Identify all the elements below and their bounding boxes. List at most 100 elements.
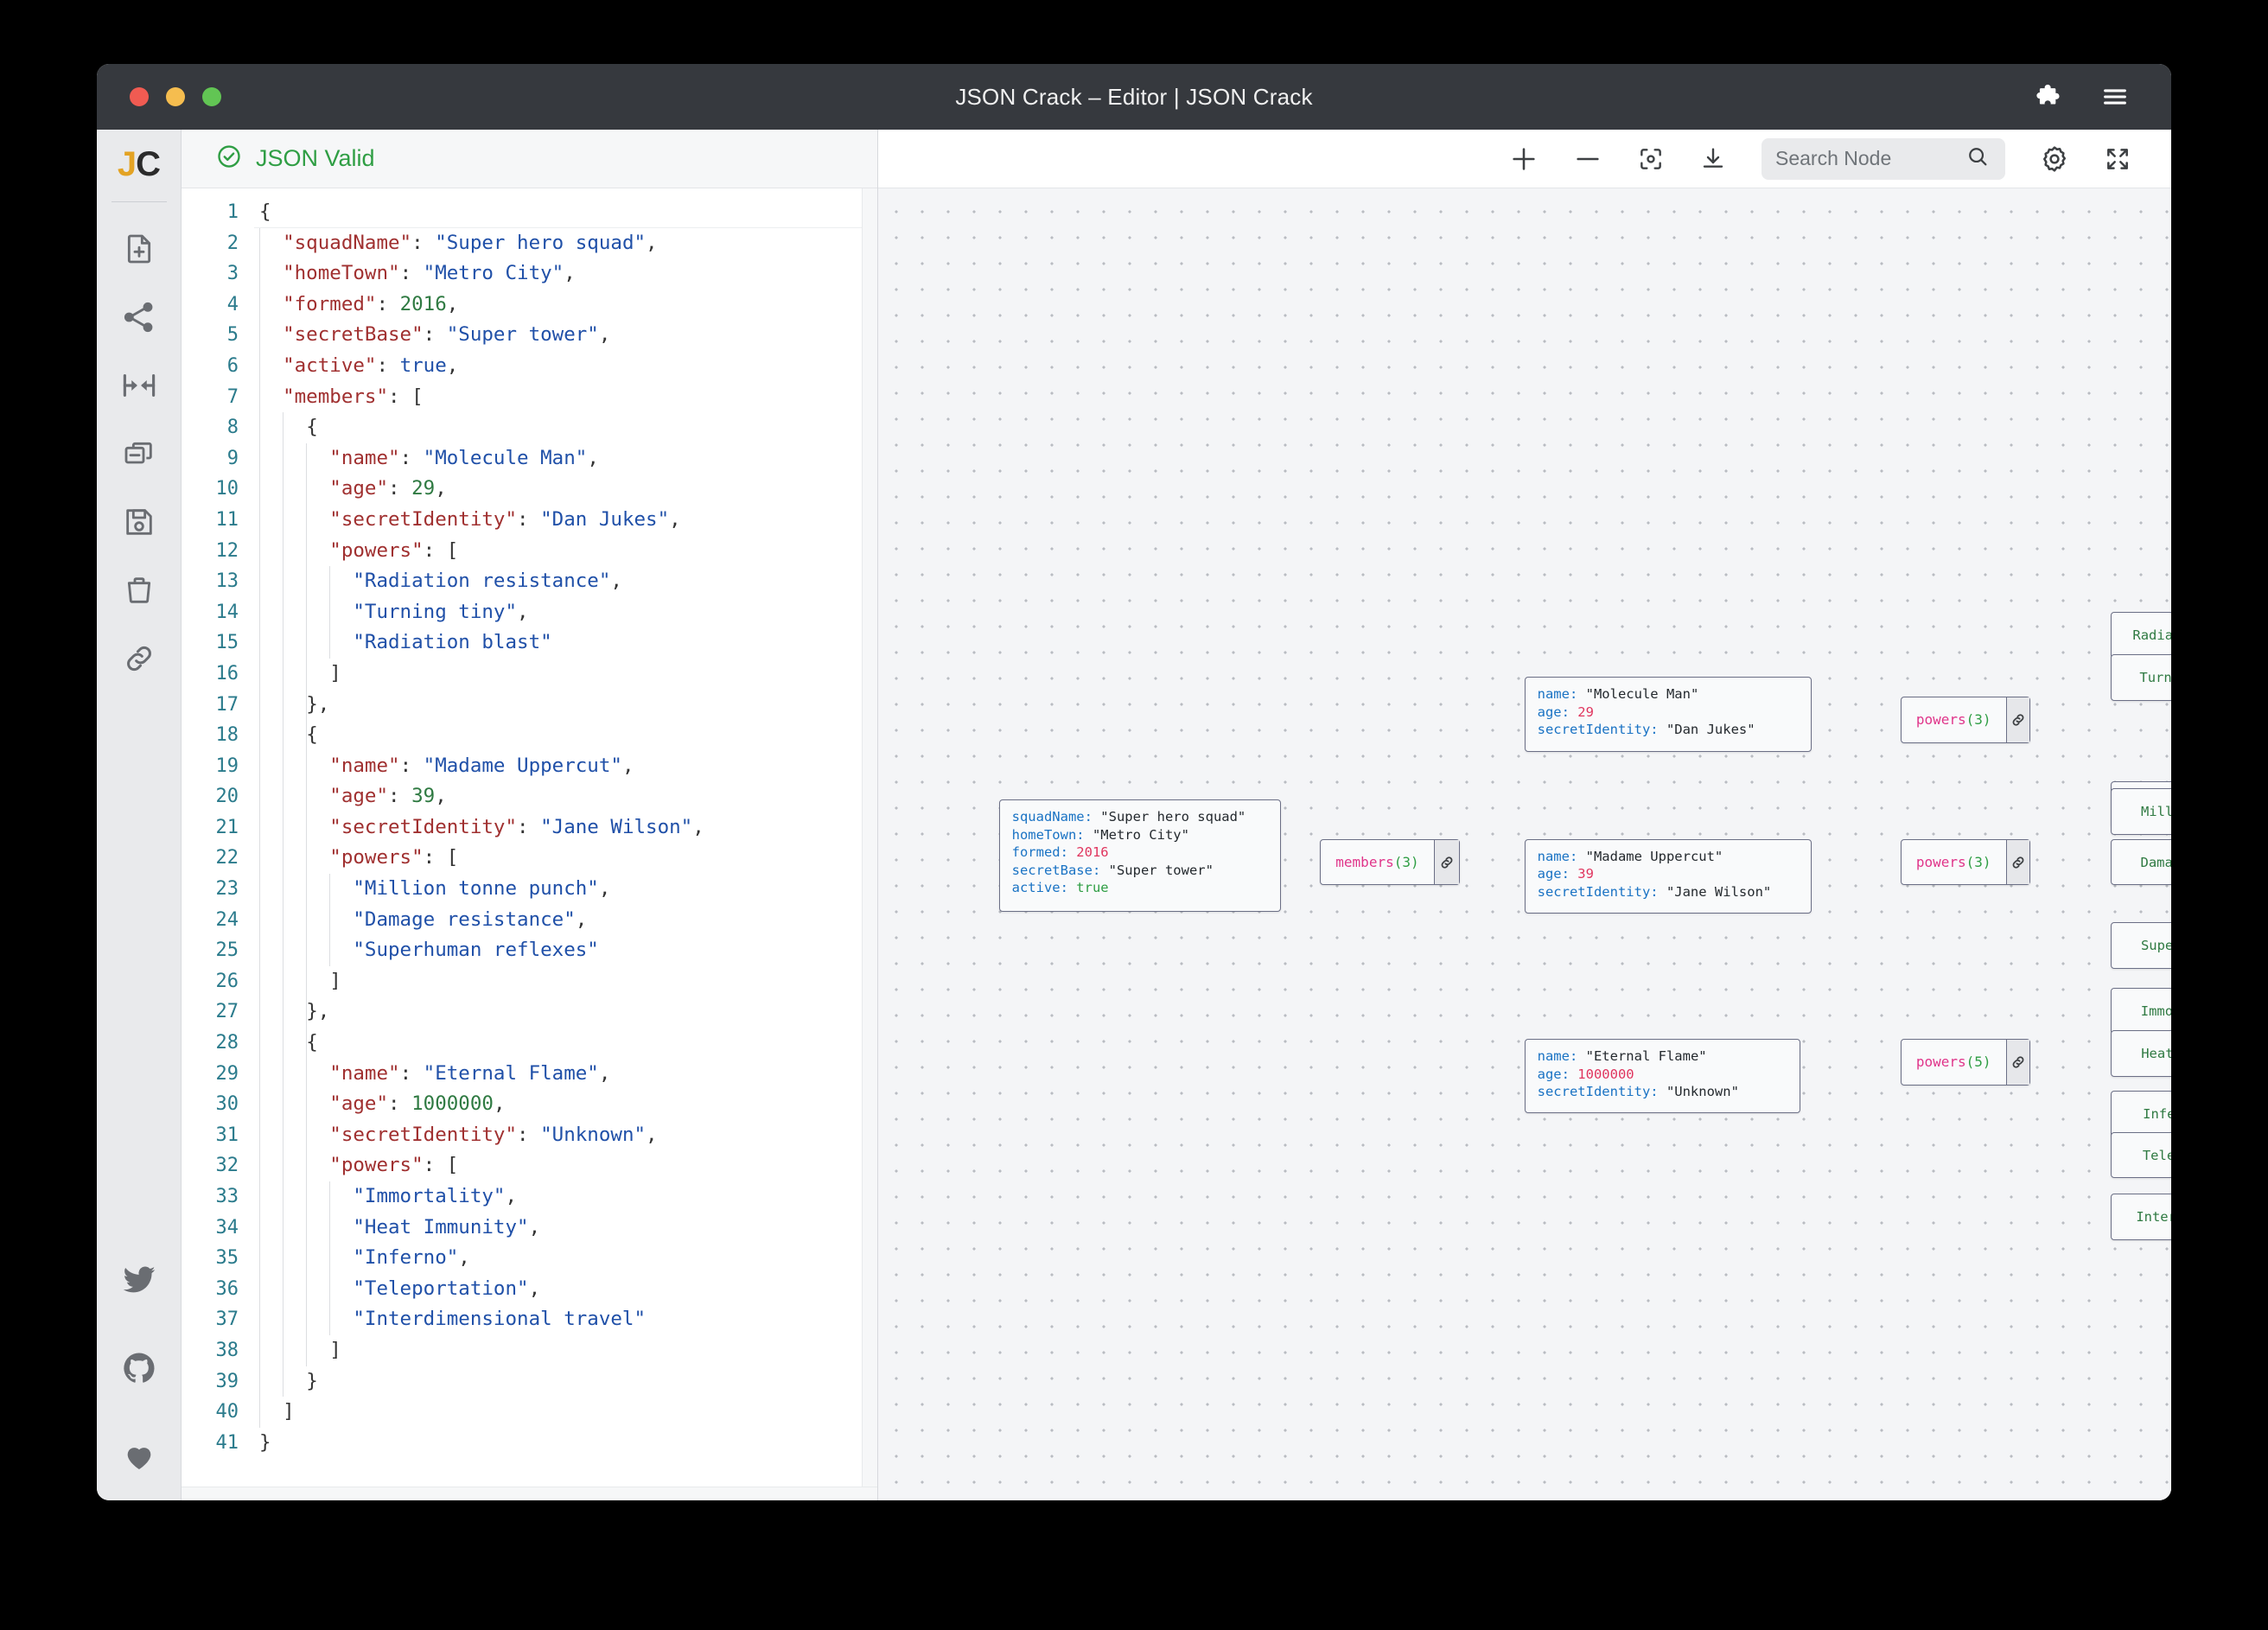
- search-node-field[interactable]: [1762, 137, 2005, 180]
- code-line[interactable]: 17 },: [182, 690, 877, 721]
- graph-leaf-node[interactable]: Radiation resistance: [2110, 612, 2171, 659]
- code-line[interactable]: 40 ]: [182, 1397, 877, 1428]
- code-line[interactable]: 2 "squadName": "Super hero squad",: [182, 228, 877, 259]
- zoom-out-icon[interactable]: [1573, 144, 1602, 174]
- close-window-button[interactable]: [130, 87, 149, 106]
- code-line[interactable]: 7 "members": [: [182, 382, 877, 413]
- code-line[interactable]: 20 "age": 39,: [182, 781, 877, 812]
- code-line[interactable]: 3 "homeTown": "Metro City",: [182, 258, 877, 290]
- code-line[interactable]: 15 "Radiation blast": [182, 627, 877, 659]
- code-line[interactable]: 34 "Heat Immunity",: [182, 1213, 877, 1244]
- left-toolbar-rail: JC: [97, 130, 182, 1500]
- code-line[interactable]: 31 "secretIdentity": "Unknown",: [182, 1120, 877, 1151]
- code-line[interactable]: 39 }: [182, 1366, 877, 1398]
- code-line[interactable]: 35 "Inferno",: [182, 1243, 877, 1274]
- code-line[interactable]: 1{: [182, 197, 877, 228]
- graph-leaf-node[interactable]: Heat Immunity: [2110, 1030, 2171, 1078]
- link-icon[interactable]: [97, 624, 182, 692]
- graph-leaf-node[interactable]: Interdimensional travel: [2110, 1194, 2171, 1241]
- code-line[interactable]: 9 "name": "Molecule Man",: [182, 443, 877, 474]
- code-line[interactable]: 32 "powers": [: [182, 1150, 877, 1181]
- collapse-expand-icon[interactable]: [97, 351, 182, 419]
- code-line[interactable]: 26 ]: [182, 966, 877, 997]
- node-row-key: formed:: [1011, 844, 1077, 860]
- code-line[interactable]: 36 "Teleportation",: [182, 1274, 877, 1305]
- code-line[interactable]: 16 ]: [182, 659, 877, 690]
- line-number: 2: [226, 232, 239, 254]
- code-line[interactable]: 22 "powers": [: [182, 843, 877, 874]
- code-line[interactable]: 4 "formed": 2016,: [182, 290, 877, 321]
- code-line[interactable]: 6 "active": true,: [182, 351, 877, 382]
- code-line[interactable]: 23 "Million tonne punch",: [182, 874, 877, 905]
- zoom-window-button[interactable]: [202, 87, 221, 106]
- link-icon[interactable]: [2005, 1040, 2029, 1085]
- code-text: "Inferno",: [353, 1246, 470, 1270]
- copy-icon[interactable]: [97, 419, 182, 487]
- new-file-icon[interactable]: [97, 214, 182, 283]
- graph-array-node[interactable]: powers (5): [1900, 1039, 2030, 1086]
- graph-leaf-node[interactable]: Superhuman reflexes: [2110, 921, 2171, 969]
- code-line[interactable]: 21 "secretIdentity": "Jane Wilson",: [182, 812, 877, 844]
- gear-icon[interactable]: [2040, 144, 2069, 174]
- delete-icon[interactable]: [97, 556, 182, 624]
- graph-array-node[interactable]: members (3): [1320, 838, 1460, 886]
- heart-icon[interactable]: [97, 1412, 182, 1500]
- code-line[interactable]: 24 "Damage resistance",: [182, 905, 877, 936]
- puzzle-piece-icon[interactable]: [2031, 82, 2061, 111]
- download-icon[interactable]: [1699, 145, 1727, 173]
- fullscreen-icon[interactable]: [2104, 145, 2131, 173]
- github-icon[interactable]: [97, 1324, 182, 1412]
- editor-horizontal-scrollbar[interactable]: [182, 1487, 877, 1500]
- code-editor[interactable]: 1{2 "squadName": "Super hero squad",3 "h…: [182, 188, 877, 1500]
- line-number: 4: [226, 293, 239, 315]
- center-view-icon[interactable]: [1637, 145, 1665, 173]
- hamburger-menu-icon[interactable]: [2100, 82, 2130, 111]
- code-line[interactable]: 11 "secretIdentity": "Dan Jukes",: [182, 505, 877, 536]
- code-line[interactable]: 30 "age": 1000000,: [182, 1089, 877, 1120]
- graph-leaf-node[interactable]: Million tonne punch: [2110, 787, 2171, 835]
- window-title-bar: JSON Crack – Editor | JSON Crack: [97, 64, 2171, 130]
- code-line[interactable]: 29 "name": "Eternal Flame",: [182, 1059, 877, 1090]
- graph-leaf-node[interactable]: Teleportation: [2110, 1131, 2171, 1179]
- code-line[interactable]: 13 "Radiation resistance",: [182, 566, 877, 597]
- code-line[interactable]: 14 "Turning tiny",: [182, 597, 877, 628]
- graph-leaf-node[interactable]: Damage resistance: [2110, 838, 2171, 886]
- search-input[interactable]: [1775, 147, 1957, 170]
- zoom-in-icon[interactable]: [1509, 144, 1539, 174]
- link-icon[interactable]: [2005, 697, 2029, 742]
- code-lines[interactable]: 1{2 "squadName": "Super hero squad",3 "h…: [182, 188, 877, 1458]
- share-graph-icon[interactable]: [97, 283, 182, 351]
- leaf-text: Heat Immunity: [2141, 1046, 2171, 1062]
- graph-canvas[interactable]: squadName: "Super hero squad"homeTown: "…: [878, 188, 2171, 1500]
- code-line[interactable]: 27 },: [182, 996, 877, 1028]
- minimize-window-button[interactable]: [166, 87, 185, 106]
- code-line[interactable]: 38 ]: [182, 1335, 877, 1366]
- code-line[interactable]: 25 "Superhuman reflexes": [182, 935, 877, 966]
- code-line[interactable]: 12 "powers": [: [182, 536, 877, 567]
- editor-vertical-scrollbar[interactable]: [862, 188, 877, 1500]
- code-line[interactable]: 18 {: [182, 720, 877, 751]
- link-icon[interactable]: [1433, 839, 1459, 885]
- graph-leaf-node[interactable]: Inferno: [2110, 1091, 2171, 1138]
- code-line[interactable]: 10 "age": 29,: [182, 474, 877, 505]
- code-line[interactable]: 33 "Immortality",: [182, 1181, 877, 1213]
- graph-leaf-node[interactable]: Turning tiny: [2110, 654, 2171, 701]
- code-line[interactable]: 8 {: [182, 412, 877, 443]
- graph-leaf-node[interactable]: Immortality: [2110, 988, 2171, 1035]
- code-line[interactable]: 28 {: [182, 1028, 877, 1059]
- code-line[interactable]: 41}: [182, 1428, 877, 1459]
- graph-array-node[interactable]: powers (3): [1900, 697, 2030, 743]
- code-line[interactable]: 37 "Interdimensional travel": [182, 1304, 877, 1335]
- graph-array-node[interactable]: powers (3): [1900, 838, 2030, 886]
- graph-object-node[interactable]: squadName: "Super hero squad"homeTown: "…: [998, 799, 1281, 913]
- code-line[interactable]: 19 "name": "Madame Uppercut",: [182, 751, 877, 782]
- link-icon[interactable]: [2005, 839, 2029, 885]
- code-line[interactable]: 5 "secretBase": "Super tower",: [182, 320, 877, 351]
- twitter-icon[interactable]: [97, 1236, 182, 1324]
- save-icon[interactable]: [97, 487, 182, 556]
- search-icon[interactable]: [1965, 144, 1990, 173]
- code-text: "formed": 2016,: [283, 292, 459, 315]
